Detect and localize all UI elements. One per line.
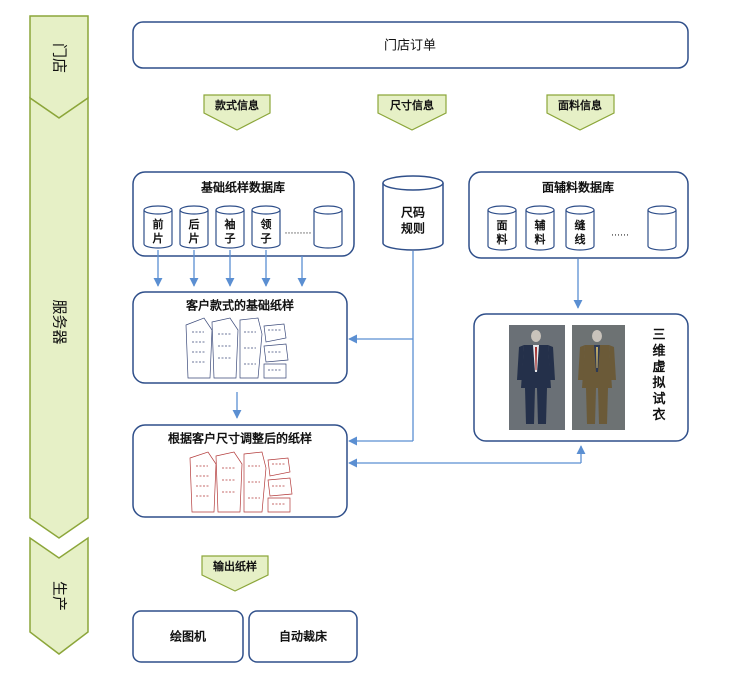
auto-cutter-box: 自动裁床 xyxy=(248,610,358,663)
cyl-back-line1: 后 xyxy=(189,217,200,231)
fabric-db: 面辅料数据库 面 料 辅 料 缝 线 …… xyxy=(468,171,689,259)
stage-server: 服务器 xyxy=(29,96,89,539)
size-rule-cylinder: 尺码 规则 xyxy=(382,175,444,251)
pattern-pieces-blue xyxy=(185,317,289,379)
db-cylinder-blank xyxy=(313,205,343,249)
cyl-thread-line2: 线 xyxy=(575,232,586,246)
cyl-fabric-line1: 面 xyxy=(497,219,508,232)
plotter-box: 绘图机 xyxy=(132,610,244,663)
cyl-sleeve-line2: 子 xyxy=(225,232,236,245)
db-cylinder-sleeve: 袖 子 xyxy=(215,205,245,249)
customer-base-pattern-box: 客户款式的基础纸样 xyxy=(132,291,348,384)
adjusted-pattern-label: 根据客户尺寸调整后的纸样 xyxy=(168,431,312,446)
arrows-db-to-base xyxy=(153,250,307,287)
fabric-db-ellipsis: …… xyxy=(611,229,629,239)
info-size-chevron: 尺寸信息 xyxy=(377,94,447,131)
base-pattern-db-title: 基础纸样数据库 xyxy=(200,180,285,195)
info-fabric-label: 面料信息 xyxy=(558,98,602,112)
db-cylinder-collar: 领 子 xyxy=(251,205,281,249)
info-size-label: 尺寸信息 xyxy=(390,98,434,112)
stage-production: 生产 xyxy=(29,536,89,655)
info-style-chevron: 款式信息 xyxy=(203,94,271,131)
size-rule-line1: 尺码 xyxy=(401,206,425,220)
stage-store: 门店 xyxy=(29,15,89,119)
db-cylinder-front: 前 片 xyxy=(143,205,173,249)
size-rule-connectors xyxy=(348,251,414,446)
cyl-fabric-line2: 料 xyxy=(497,232,508,246)
store-order-box: 门店订单 xyxy=(132,21,689,69)
db-cylinder-thread: 缝 线 xyxy=(565,205,595,251)
cyl-sleeve-line1: 袖 xyxy=(225,217,236,231)
cyl-collar-line2: 子 xyxy=(261,232,272,245)
plotter-label: 绘图机 xyxy=(170,629,206,644)
customer-base-pattern-label: 客户款式的基础纸样 xyxy=(185,298,294,313)
mannequin-dark-suit xyxy=(517,330,555,424)
cyl-collar-line1: 领 xyxy=(260,217,272,231)
info-fabric-chevron: 面料信息 xyxy=(546,94,615,131)
cyl-front-line2: 片 xyxy=(153,231,164,245)
tryon-vertical-label: 三维虚拟试衣 xyxy=(652,328,665,423)
tryon-label: 三维虚拟试衣 xyxy=(652,328,665,423)
cyl-front-line1: 前 xyxy=(153,217,164,231)
base-pattern-db: 基础纸样数据库 前 片 后 片 袖 子 领 子 ……… xyxy=(132,171,355,257)
mannequin-olive-suit xyxy=(578,330,616,424)
fabric-db-title: 面辅料数据库 xyxy=(542,180,614,195)
db-cylinder-blank-2 xyxy=(647,205,677,251)
virtual-tryon-box: 三维虚拟试衣 xyxy=(473,313,689,442)
cyl-accessory-line2: 料 xyxy=(535,232,546,246)
cyl-accessory-line1: 辅 xyxy=(535,218,546,232)
auto-cutter-label: 自动裁床 xyxy=(279,629,328,644)
db-cylinder-fabric: 面 料 xyxy=(487,205,517,251)
pattern-pieces-red xyxy=(189,451,293,513)
info-style-label: 款式信息 xyxy=(215,98,259,112)
cyl-thread-line1: 缝 xyxy=(575,218,586,232)
db-cylinder-accessory: 辅 料 xyxy=(525,205,555,251)
stage-server-label: 服务器 xyxy=(51,299,69,344)
db-cylinder-back: 后 片 xyxy=(179,205,209,249)
cyl-back-line2: 片 xyxy=(189,231,200,245)
arrow-tryon-to-adjusted xyxy=(348,445,586,468)
store-order-label: 门店订单 xyxy=(384,39,436,54)
adjusted-pattern-box: 根据客户尺寸调整后的纸样 xyxy=(132,424,348,518)
stage-production-label: 生产 xyxy=(51,581,69,611)
info-output-chevron: 输出纸样 xyxy=(201,555,269,592)
base-db-ellipsis: ……… xyxy=(285,227,312,237)
size-rule-line2: 规则 xyxy=(401,221,425,236)
stage-store-label: 门店 xyxy=(51,43,69,73)
info-output-label: 输出纸样 xyxy=(213,559,257,573)
